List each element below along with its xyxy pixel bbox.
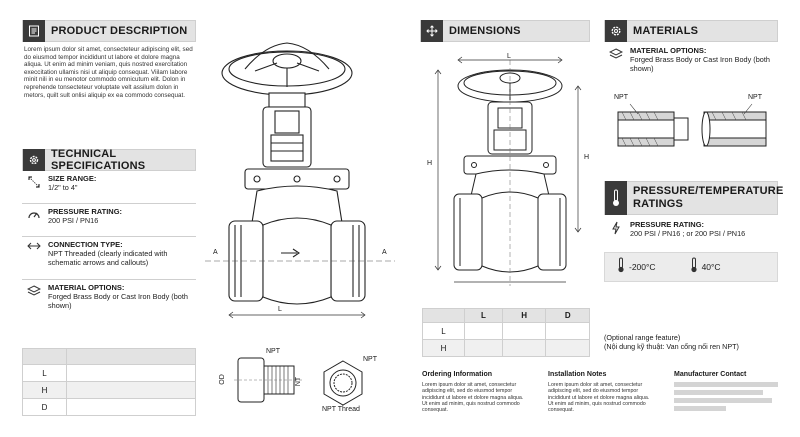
npt-top-label: NPT — [266, 348, 280, 355]
spec-connection-value: NPT Threaded (clearly indicated with sch… — [48, 249, 168, 267]
spec-material-label: MATERIAL OPTIONS: — [48, 283, 125, 292]
spec-row-material: MATERIAL OPTIONS:Forged Brass Body or Ca… — [22, 281, 196, 321]
spec-row-pressure: PRESSURE RATING:200 PSI / PN16 — [22, 205, 196, 237]
spec-row-connection: CONNECTION TYPE:NPT Threaded (clearly in… — [22, 238, 196, 280]
npt-hex-nut-drawing — [323, 360, 363, 406]
table-row-label: L — [22, 364, 67, 382]
size-icon — [22, 172, 46, 203]
spec-connection-label: CONNECTION TYPE: — [48, 240, 123, 249]
table-row-label: D — [22, 398, 67, 416]
tech-specs-title: TECHNICAL SPECIFICATIONS — [51, 148, 146, 172]
label-l-left: L — [278, 306, 282, 313]
nt-label: NT — [295, 376, 303, 387]
label-a-right: A — [382, 249, 387, 256]
npt-fitting-side-drawing — [234, 357, 302, 403]
product-description-header: PRODUCT DESCRIPTION — [22, 20, 196, 42]
gear-icon — [23, 149, 45, 171]
spec-pressure-label: PRESSURE RATING: — [48, 207, 123, 216]
layers-icon — [22, 281, 46, 321]
tech-specs-header: TECHNICAL SPECIFICATIONS — [22, 148, 196, 172]
dim-label-l: L — [507, 53, 511, 60]
double-arrow-icon — [22, 238, 46, 279]
gate-valve-drawing — [205, 42, 395, 319]
dimensions-valve-drawing — [434, 56, 582, 286]
temperature-strip: -200°C 40°C — [604, 252, 778, 282]
lightning-icon — [604, 218, 628, 248]
npt-right-label: NPT — [363, 356, 377, 363]
left-dimension-table: L H D — [22, 348, 196, 416]
layers-icon — [604, 44, 628, 84]
materials-value: Forged Brass Body or Cast Iron Body (bot… — [630, 55, 770, 73]
product-description-title: PRODUCT DESCRIPTION — [51, 25, 188, 37]
npt-thread-caption: NPT Thread — [322, 406, 360, 413]
dim-row-label: H — [422, 339, 465, 357]
spec-row-size: SIZE RANGE:1/2" to 4" — [22, 172, 196, 204]
od-label: OD — [218, 374, 226, 385]
dim-col-header: H — [501, 308, 547, 323]
thermometer-icon — [605, 181, 627, 215]
dimensions-title: DIMENSIONS — [449, 25, 521, 37]
move-icon — [421, 20, 443, 42]
product-description-body: Lorem ipsum dolor sit amet, consecteteur… — [24, 46, 193, 99]
thermometer-high-icon — [690, 257, 698, 278]
pressure-temp-title: PRESSURE/TEMPERATURE RATINGS — [633, 185, 784, 210]
optional-note-line1: (Optional range feature) — [604, 333, 681, 342]
pressure-rating-value: 200 PSI / PN16 ; or 200 PSI / PN16 — [630, 229, 746, 238]
spec-material-value: Forged Brass Body or Cast Iron Body (bot… — [48, 292, 188, 310]
spec-size-label: SIZE RANGE: — [48, 174, 97, 183]
materials-npt-right: NPT — [748, 94, 762, 101]
manufacturer-title: Manufacturer Contact — [674, 371, 747, 378]
materials-label: MATERIAL OPTIONS: — [630, 46, 707, 55]
materials-title: MATERIALS — [633, 25, 699, 37]
installation-body: Lorem ipsum dolor sit amet, consectetur … — [548, 382, 650, 414]
dim-col-header: L — [464, 308, 503, 323]
optional-note-line2: (Nội dung kỹ thuật: Van cổng nối ren NPT… — [604, 342, 739, 351]
installation-title: Installation Notes — [548, 371, 607, 378]
dim-row-label: L — [422, 322, 465, 340]
materials-row: MATERIAL OPTIONS:Forged Brass Body or Ca… — [604, 44, 778, 84]
materials-header: MATERIALS — [604, 20, 778, 42]
thermometer-low-icon — [617, 257, 625, 278]
spec-pressure-value: 200 PSI / PN16 — [48, 216, 99, 225]
temp-low-value: -200°C — [629, 262, 656, 272]
dim-col-header: D — [545, 308, 590, 323]
label-a-left: A — [213, 249, 218, 256]
gauge-icon — [22, 205, 46, 236]
temp-high-value: 40°C — [701, 262, 721, 272]
pressure-rating-label: PRESSURE RATING: — [630, 220, 705, 229]
ordering-body: Lorem ipsum dolor sit amet, consectetur … — [422, 382, 524, 414]
table-row-label: H — [22, 381, 67, 399]
ordering-title: Ordering Information — [422, 371, 492, 378]
dim-label-h-left: H — [427, 160, 433, 167]
manufacturer-placeholder — [674, 382, 778, 411]
pressure-temp-header: PRESSURE/TEMPERATURE RATINGS — [604, 181, 784, 215]
pressure-rating-row: PRESSURE RATING:200 PSI / PN16 ; or 200 … — [604, 218, 778, 248]
document-icon — [23, 20, 45, 42]
npt-section-drawing — [617, 103, 767, 147]
optional-note: (Optional range feature) (Nội dung kỹ th… — [604, 333, 739, 351]
spec-size-value: 1/2" to 4" — [48, 183, 78, 192]
dim-label-h-right: H — [584, 154, 590, 161]
materials-npt-left: NPT — [614, 94, 628, 101]
gear-icon — [605, 20, 627, 42]
dimensions-header: DIMENSIONS — [420, 20, 590, 42]
